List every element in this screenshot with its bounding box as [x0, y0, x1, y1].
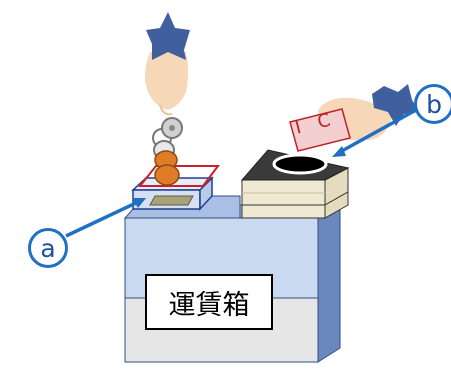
left-hand-icon: [146, 12, 190, 60]
callout-a-leader: [65, 200, 139, 238]
callout-lines: [65, 108, 417, 238]
reader-sensor-ring: [272, 153, 328, 175]
callout-b: b: [414, 84, 451, 124]
right-hand-icon: [372, 84, 420, 126]
callout-b-arrowhead: [332, 146, 346, 157]
coin-orange: [154, 164, 180, 186]
ic-card-group: [289, 84, 420, 152]
coins: [152, 117, 183, 186]
callout-b-leader: [339, 108, 417, 154]
reader-base-side: [324, 191, 349, 219]
left-arm-skin: [145, 52, 188, 110]
coin-silver-center: [169, 125, 175, 131]
fare-box-side: [317, 204, 341, 363]
left-finger: [159, 104, 173, 116]
coin-return-slot: [149, 195, 194, 206]
coin-tray-side: [199, 176, 213, 211]
callout-a: a: [28, 228, 68, 268]
callout-a-arrowhead: [132, 198, 146, 208]
coin-slot-outline: [137, 165, 220, 187]
reader-base-front: [241, 204, 326, 219]
ic-reader: [240, 149, 350, 219]
ic-card: [289, 108, 351, 152]
fare-box-label: 運賃箱: [145, 274, 273, 330]
left-arm: [145, 12, 190, 116]
